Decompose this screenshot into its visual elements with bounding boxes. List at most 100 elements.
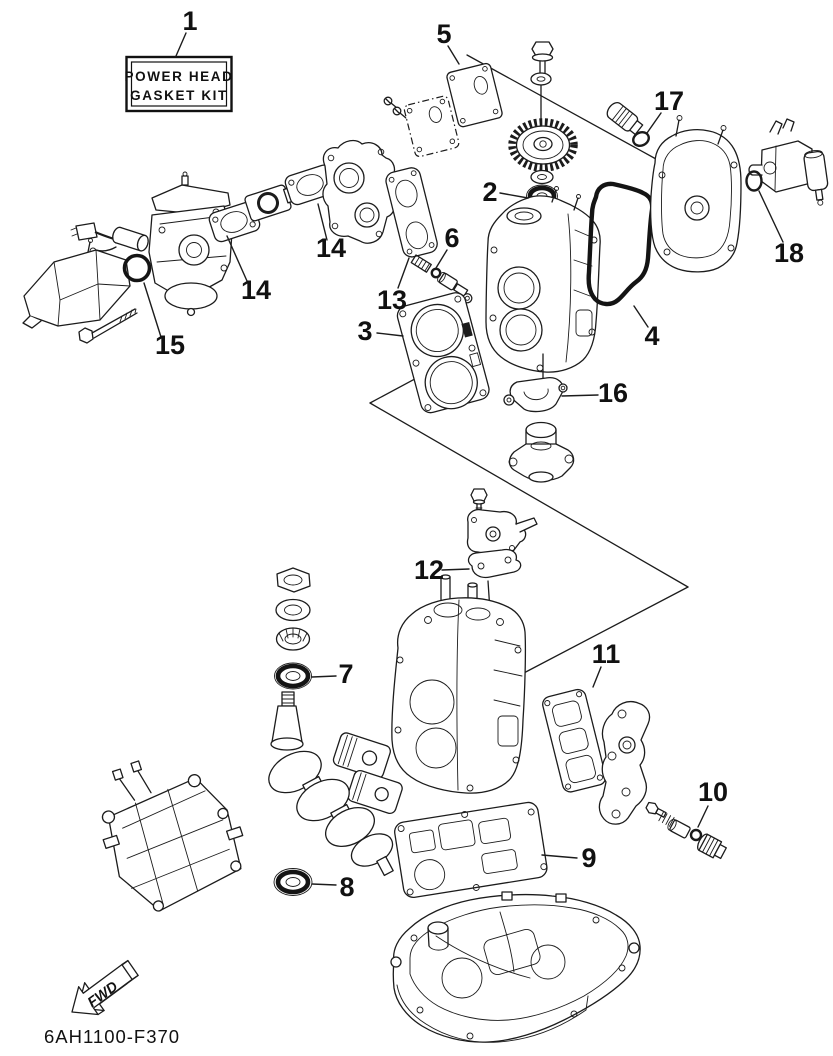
cylinder-block — [485, 186, 601, 373]
svg-text:11: 11 — [592, 639, 621, 669]
kit-label-box: POWER HEAD GASKET KIT — [124, 55, 233, 113]
flange-bolt — [531, 41, 554, 74]
upper-seal-stack — [274, 567, 312, 690]
svg-text:16: 16 — [598, 378, 628, 408]
o-ring-18 — [745, 170, 763, 192]
thermostat-gasket — [503, 377, 568, 413]
fuel-pump-12-group — [466, 488, 538, 612]
washer-lower — [530, 169, 554, 185]
callout-1: 1 — [175, 6, 198, 57]
drawing-code: 6AH1100-F370 — [44, 1026, 180, 1047]
svg-text:6: 6 — [444, 223, 459, 253]
solenoid-wire — [94, 230, 115, 241]
o-ring-10 — [689, 828, 703, 842]
pan-boss — [427, 921, 449, 951]
svg-text:12: 12 — [414, 555, 444, 585]
drain-plug — [697, 833, 727, 860]
oil-pan-gasket-9 — [394, 801, 548, 898]
pump-gasket-12 — [467, 548, 522, 579]
o-ring-6 — [430, 267, 442, 279]
oil-seal-7 — [274, 662, 312, 690]
cover-gasket-5-group — [383, 62, 503, 158]
kit-boundary-lines — [369, 54, 689, 676]
callout-15: 15 — [143, 282, 185, 360]
callout-12: 12 — [414, 555, 470, 585]
cover-gasket-back — [403, 95, 460, 158]
crankcase — [391, 574, 527, 794]
callout-7: 7 — [311, 659, 354, 689]
carb-mount-bolt — [78, 308, 138, 344]
callout-14-right: 14 — [316, 203, 346, 263]
kit-label-line2: GASKET KIT — [130, 88, 228, 103]
callout-8: 8 — [311, 872, 355, 902]
valve-plunger — [437, 271, 458, 291]
manifold-gasket-13 — [385, 167, 438, 258]
svg-text:10: 10 — [698, 777, 728, 807]
kit-label-line1: POWER HEAD — [124, 69, 233, 84]
valve-spring — [410, 254, 432, 273]
svg-text:2: 2 — [482, 177, 497, 207]
washer-upper — [530, 72, 552, 86]
callout-13: 13 — [377, 257, 410, 315]
wire-connector — [75, 222, 98, 241]
svg-text:3: 3 — [357, 316, 372, 346]
anode-plug-17 — [606, 101, 650, 147]
exhaust-plate — [598, 700, 651, 825]
intake-silencer — [22, 238, 131, 329]
svg-text:8: 8 — [339, 872, 354, 902]
fuel-pump-18-group — [745, 118, 829, 206]
callout-16: 16 — [561, 378, 628, 408]
piston-upper — [332, 732, 391, 779]
cover-gasket-front — [446, 62, 503, 128]
callout-10: 10 — [697, 777, 728, 828]
screw-small-a — [383, 96, 398, 109]
crank-washer — [275, 598, 311, 622]
thermostat-16-group — [503, 353, 575, 483]
timing-gear — [508, 118, 578, 172]
driven-gear-stack — [508, 41, 578, 208]
float-bowl — [164, 282, 218, 310]
svg-text:5: 5 — [436, 19, 451, 49]
oil-pan — [390, 891, 641, 1043]
piston-lower — [347, 769, 403, 815]
intake-manifold — [322, 139, 396, 244]
callout-2: 2 — [482, 177, 529, 207]
splined-collar — [275, 627, 311, 651]
svg-text:13: 13 — [377, 285, 407, 315]
svg-text:7: 7 — [338, 659, 353, 689]
svg-text:9: 9 — [581, 843, 596, 873]
svg-text:14: 14 — [241, 275, 271, 305]
crank-nut — [276, 567, 311, 593]
callout-18: 18 — [758, 190, 804, 268]
callout-4: 4 — [633, 305, 660, 351]
thermostat — [508, 421, 575, 483]
svg-text:4: 4 — [644, 321, 659, 351]
svg-text:14: 14 — [316, 233, 346, 263]
svg-text:17: 17 — [654, 86, 684, 116]
screw-small-b — [392, 106, 407, 119]
relief-valve-6-group — [410, 254, 473, 304]
o-ring-17 — [632, 131, 650, 147]
callout-14-left: 14 — [226, 235, 271, 305]
callout-9: 9 — [541, 843, 597, 873]
carb-gasket-14-left — [208, 201, 261, 243]
oil-seal-8 — [273, 868, 313, 896]
fwd-arrow: FWD — [71, 959, 139, 1016]
exhaust-guide — [101, 760, 244, 912]
callout-5: 5 — [436, 19, 460, 65]
svg-text:18: 18 — [774, 238, 804, 268]
svg-text:15: 15 — [155, 330, 185, 360]
svg-text:1: 1 — [182, 6, 197, 36]
callout-11: 11 — [592, 639, 621, 688]
crankshaft-assembly — [268, 691, 403, 877]
head-gasket-3 — [396, 292, 490, 414]
o-ring-15 — [122, 253, 152, 283]
solenoid — [112, 226, 149, 252]
cylinder-head — [649, 115, 742, 273]
pump-canister — [803, 150, 829, 206]
callout-17: 17 — [646, 86, 684, 134]
drain-plug-10-group — [645, 801, 727, 860]
callout-6: 6 — [435, 223, 460, 269]
